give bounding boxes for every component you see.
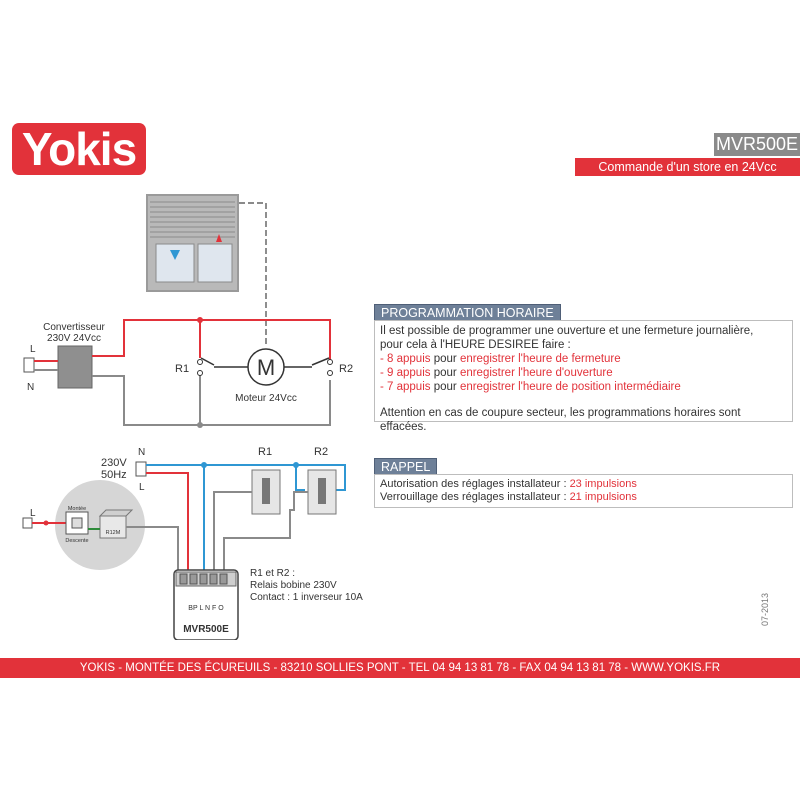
programmation-item: - 7 appuis pour enregistrer l'heure de p… [380,380,787,394]
l-switch-label: L [30,508,36,519]
rappel-line-2-label: Verrouillage des réglages installateur : [380,491,570,503]
relay-note-2: Relais bobine 230V [250,580,337,591]
item-mid: pour [430,353,460,365]
switch-down-label: Descente [65,538,88,544]
supply-frequency-label: 50Hz [101,469,127,481]
yokis-logo: Yokis [12,123,146,175]
switch-up-label: Montée [68,506,86,512]
supply-terminal [23,357,35,373]
r1-contact-label: R1 [175,363,189,375]
rappel-line-1-label: Autorisation des réglages installateur : [380,478,570,490]
r2-relay-label: R2 [314,446,328,458]
motor-symbol: M [257,355,275,380]
roller-shutter-icon [146,194,239,292]
converter-label-2: 230V 24Vcc [47,333,101,344]
n-control-label: N [138,447,145,458]
programmation-panel: Il est possible de programmer une ouvert… [374,320,793,433]
module-name-label: MVR500E [183,624,229,635]
item-count: - 7 appuis [380,381,431,393]
rappel-line-2-value: 21 impulsions [569,491,637,503]
rappel-panel: Autorisation des réglages installateur :… [374,474,793,508]
r2-contact-label: R2 [339,363,353,375]
programmation-warning: Attention en cas de coupure secteur, les… [380,407,741,433]
model-badge: MVR500E [714,133,800,156]
item-count: - 8 appuis [380,353,431,365]
n-terminal-label: N [27,382,34,393]
mvr500e-module [173,569,239,640]
document-date: 07-2013 [760,592,770,626]
module-terminal-labels: BP L N F O [188,605,224,612]
programmation-item: - 9 appuis pour enregistrer l'heure d'ou… [380,366,787,380]
programmation-item: - 8 appuis pour enregistrer l'heure de f… [380,352,787,366]
l-control-label: L [139,482,145,493]
motor-link-line [239,202,267,345]
item-mid: pour [430,381,460,393]
supply-voltage-label: 230V [101,457,127,469]
rappel-line-2: Verrouillage des réglages installateur :… [380,491,787,504]
relay-note-3: Contact : 1 inverseur 10A [250,592,363,603]
item-action: enregistrer l'heure de position interméd… [459,381,681,393]
converter-box [57,345,93,389]
item-action: enregistrer l'heure de fermeture [459,353,621,365]
l-terminal-label: L [30,344,36,355]
item-count: - 9 appuis [380,367,431,379]
footer-banner: YOKIS - MONTÉE DES ÉCUREUILS - 83210 SOL… [0,658,800,678]
r1-relay-label: R1 [258,446,272,458]
item-mid: pour [430,367,460,379]
programmation-intro-1: Il est possible de programmer une ouvert… [380,325,754,337]
wiring-diagram: Convertisseur 230V 24Vcc L N R1 R2 M Mot… [22,194,363,640]
motor-label: Moteur 24Vcc [235,393,297,404]
r12m-label: R12M [106,530,121,536]
relay-note-1: R1 et R2 : [250,568,295,579]
item-action: enregistrer l'heure d'ouverture [459,367,613,379]
rappel-line-1: Autorisation des réglages installateur :… [380,478,787,491]
subtitle-banner: Commande d'un store en 24Vcc [575,158,800,176]
motor-icon [247,348,285,386]
converter-label-1: Convertisseur [43,322,105,333]
programmation-intro-2: pour cela à l'HEURE DESIREE faire : [380,339,571,351]
rappel-line-1-value: 23 impulsions [569,478,637,490]
rappel-title: RAPPEL [374,458,438,476]
control-terminal [135,461,147,477]
